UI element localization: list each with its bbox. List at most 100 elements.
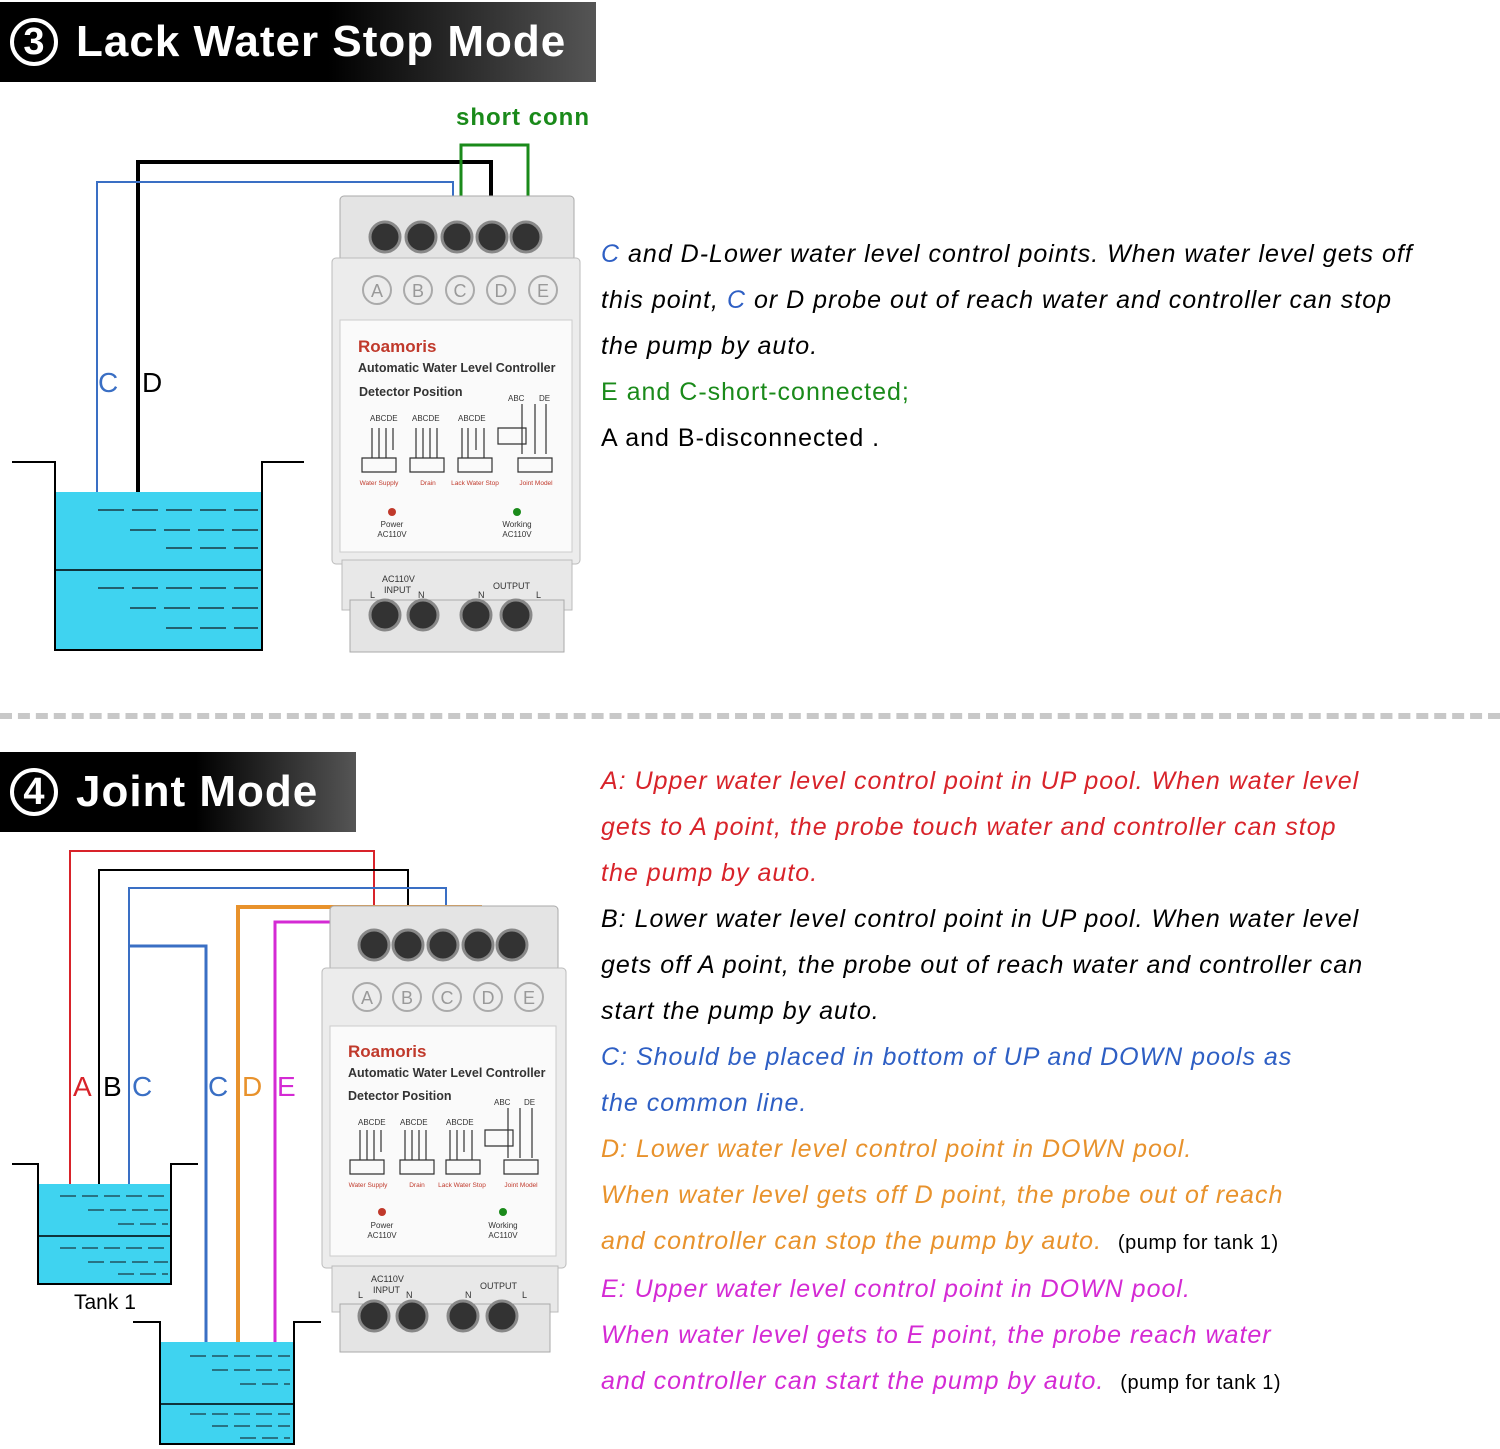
working-led [513, 508, 521, 516]
section3-number: 3 [10, 18, 58, 66]
section4-banner: 4 Joint Mode [0, 752, 356, 832]
section3-desc-line2: this point, C or D probe out of reach wa… [601, 286, 1393, 314]
input-n-2: N [406, 1290, 413, 1300]
power-label-2: Power [371, 1221, 394, 1230]
section4-title: Joint Mode [76, 767, 319, 816]
input-l: L [370, 590, 375, 600]
desc-b-line1: B: Lower water level control point in UP… [601, 905, 1360, 933]
output-n: N [478, 590, 485, 600]
device-model: Automatic Water Level Controller [358, 361, 556, 375]
lack-water-diagram: short connect C D A [12, 104, 590, 653]
tank-1-label: Tank 1 [74, 1291, 136, 1314]
terminal-e: E [537, 281, 549, 301]
device-brand: Roamoris [358, 337, 436, 356]
desc-e-line1: E: Upper water level control point in DO… [601, 1275, 1191, 1303]
desc-a-line2: gets to A point, the probe touch water a… [601, 813, 1337, 841]
mode-label-joint-model: Joint Model [519, 480, 553, 487]
probe-label-c: C [98, 367, 118, 398]
group-label-1: ABCDE [370, 414, 398, 423]
power-label: Power [381, 520, 404, 529]
input-n: N [418, 590, 425, 600]
working-led-2 [499, 1208, 507, 1216]
tank-2 [133, 1321, 321, 1445]
desc-e-line2: When water level gets to E point, the pr… [601, 1321, 1272, 1349]
desc-b-line3: start the pump by auto. [601, 997, 880, 1025]
desc-d-note: (pump for tank 1) [1117, 1232, 1279, 1254]
probe-label-d: D [142, 367, 162, 398]
mode-label-lack-water-stop: Lack Water Stop [451, 480, 499, 487]
device-model-2: Automatic Water Level Controller [348, 1066, 546, 1080]
input-label: INPUT [384, 585, 412, 595]
section3-desc-line5: A and B-disconnected . [601, 424, 881, 452]
short-connect-label: short connect [456, 104, 590, 131]
group-label-4a: ABC [508, 394, 525, 403]
terminal-c: C [454, 281, 467, 301]
section4-description: A: Upper water level control point in UP… [601, 758, 1363, 1406]
desc-d-line1: D: Lower water level control point in DO… [601, 1135, 1193, 1163]
input-volt: AC110V [382, 574, 415, 584]
wire-b [98, 869, 409, 1210]
group-label-4b-2: DE [524, 1098, 535, 1107]
mode-label-joint-model-2: Joint Model [504, 1182, 538, 1189]
power-led-2 [378, 1208, 386, 1216]
section4-number: 4 [10, 768, 58, 816]
terminal-a: A [371, 281, 383, 301]
mode-label-lack-water-stop-2: Lack Water Stop [438, 1182, 486, 1189]
controller-device-1: A B C D E Roamoris Automatic Water Level… [331, 195, 581, 653]
desc-c-line2: the common line. [601, 1089, 808, 1117]
section-divider [0, 713, 1500, 719]
mode-label-drain-2: Drain [409, 1182, 425, 1189]
section3-description: C and D-Lower water level control points… [601, 231, 1413, 461]
terminal-b-2: B [401, 988, 413, 1008]
probe-label-a: A [73, 1071, 92, 1102]
working-label-2: Working [488, 1221, 517, 1230]
probe-label-c1: C [132, 1071, 152, 1102]
terminal-d: D [495, 281, 508, 301]
wire-d [136, 160, 493, 570]
working-volt-2: AC110V [488, 1231, 518, 1240]
output-label: OUTPUT [493, 581, 531, 591]
group-label-1-2: ABCDE [358, 1118, 386, 1127]
mode-label-water-supply-2: Water Supply [349, 1182, 389, 1189]
terminal-c-2: C [441, 988, 454, 1008]
power-volt: AC110V [377, 530, 407, 539]
section3-desc-line4: E and C-short-connected; [601, 378, 910, 406]
input-volt-2: AC110V [371, 1274, 404, 1284]
group-label-2-2: ABCDE [400, 1118, 428, 1127]
mode-label-drain: Drain [420, 480, 436, 487]
tank-section3 [12, 461, 304, 651]
power-led [388, 508, 396, 516]
terminal-a-2: A [361, 988, 373, 1008]
desc-c-line1: C: Should be placed in bottom of UP and … [601, 1043, 1293, 1071]
input-label-2: INPUT [373, 1285, 401, 1295]
group-label-2: ABCDE [412, 414, 440, 423]
mode-label-water-supply: Water Supply [360, 480, 400, 487]
short-connect-wire [459, 143, 530, 228]
section3-banner: 3 Lack Water Stop Mode [0, 2, 596, 82]
probe-label-c2: C [208, 1071, 228, 1102]
group-label-4a-2: ABC [494, 1098, 511, 1107]
desc-a-line3: the pump by auto. [601, 859, 819, 887]
working-volt: AC110V [502, 530, 532, 539]
controller-device-2: A B C D E Roamoris Automatic Water Level… [321, 905, 567, 1353]
device-brand-2: Roamoris [348, 1042, 426, 1061]
desc-e-line3: and controller can start the pump by aut… [601, 1367, 1282, 1395]
device-detector: Detector Position [359, 385, 463, 399]
output-l: L [536, 590, 541, 600]
group-label-3: ABCDE [458, 414, 486, 423]
device-detector-2: Detector Position [348, 1089, 452, 1103]
tank-1 [12, 1163, 198, 1285]
desc-d-line2: When water level gets off D point, the p… [601, 1181, 1284, 1209]
wire-a [69, 850, 375, 1186]
desc-d-line3: and controller can stop the pump by auto… [601, 1227, 1279, 1255]
group-label-3-2: ABCDE [446, 1118, 474, 1127]
wire-c-bottom [129, 944, 208, 1412]
section3-title: Lack Water Stop Mode [76, 17, 567, 66]
section3-desc-line3: the pump by auto. [601, 332, 819, 360]
terminal-e-2: E [523, 988, 535, 1008]
output-n-2: N [465, 1290, 472, 1300]
group-label-4b: DE [539, 394, 550, 403]
probe-label-d: D [242, 1071, 262, 1102]
section3-desc-line1: C and D-Lower water level control points… [601, 240, 1413, 268]
input-l-2: L [358, 1290, 363, 1300]
